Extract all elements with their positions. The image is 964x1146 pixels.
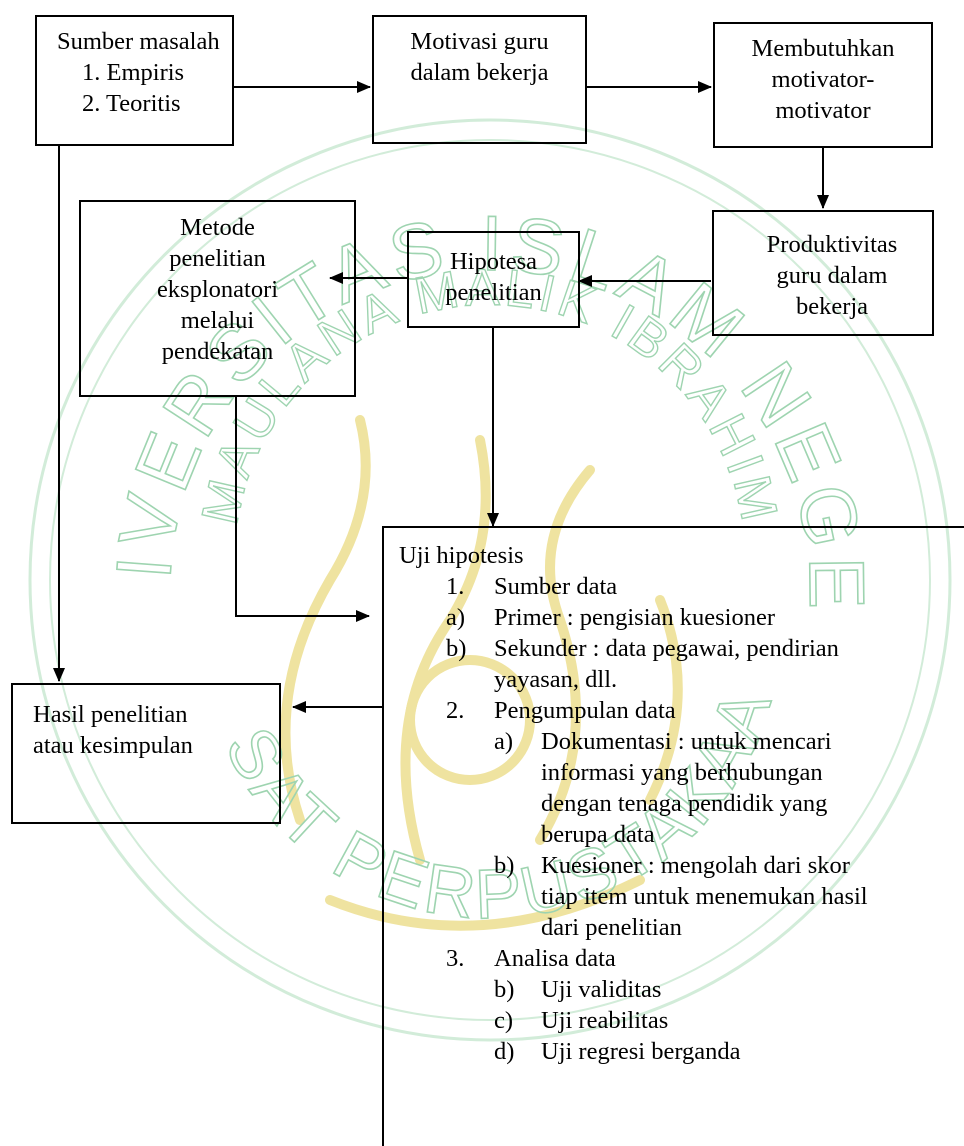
produktivitas-line-1: Produktivitas [766,231,898,258]
uji-s1a-label: Primer : pengisian kuesioner [494,604,776,631]
arrow-metode-to-uji [235,397,370,622]
produktivitas-line-2: guru dalam [776,262,888,289]
uji-s3-label: Analisa data [494,945,616,972]
box-sumber-masalah: Sumber masalah 1. Empiris 2. Teoritis [35,15,234,146]
motivasi-line-1: Motivasi guru [410,28,549,55]
metode-line-4: melalui [180,307,255,334]
membutuhkan-line-2: motivator- [771,66,875,93]
uji-s3b-label: Uji validitas [541,976,662,1003]
hipotesa-line-2: penelitian [445,279,542,306]
hasil-line-1: Hasil penelitian [33,701,188,728]
box-membutuhkan-motivator: Membutuhkan motivator- motivator [713,22,933,148]
uji-s1a-num: a) [446,604,466,631]
metode-line-2: penelitian [169,245,266,272]
hipotesa-line-1: Hipotesa [449,248,538,275]
uji-s1b-cont: yayasan, dll. [494,666,618,693]
metode-line-5: pendekatan [161,338,274,365]
uji-s1-num: 1. [446,573,465,600]
uji-s2a-line-1: Dokumentasi : untuk mencari [541,728,832,755]
metode-line-3: eksplonatori [156,276,279,303]
uji-title: Uji hipotesis [399,542,524,569]
sumber-item-2: 2. Teoritis [82,90,181,117]
uji-s2a-line-4: berupa data [541,821,655,848]
uji-s2a-num: a) [494,728,514,755]
uji-s1b-label: Sekunder : data pegawai, pendirian [494,635,839,662]
uji-s2a-line-3: dengan tenaga pendidik yang [541,790,828,817]
box-hipotesa-penelitian: Hipotesa penelitian [407,231,580,328]
metode-line-1: Metode [180,214,255,241]
uji-s1b-num: b) [446,635,467,662]
uji-s2-label: Pengumpulan data [494,697,676,724]
box-hasil-penelitian: Hasil penelitian atau kesimpulan [11,683,281,824]
uji-s3b-num: b) [494,976,515,1003]
uji-s2a-line-2: informasi yang berhubungan [541,759,823,786]
produktivitas-line-3: bekerja [795,293,869,320]
sumber-item-1: 1. Empiris [82,59,185,86]
sumber-title: Sumber masalah [57,28,220,55]
uji-s3-num: 3. [446,945,465,972]
watermark-emblem [280,415,683,931]
membutuhkan-line-3: motivator [775,97,871,124]
uji-s2b-line-1: Kuesioner : mengolah dari skor [541,852,850,879]
uji-s2b-line-2: tiap item untuk menemukan hasil [541,883,868,910]
uji-s3c-num: c) [494,1007,514,1034]
membutuhkan-line-1: Membutuhkan [751,35,895,62]
box-produktivitas: Produktivitas guru dalam bekerja [712,210,934,336]
uji-s2b-num: b) [494,852,515,879]
uji-s2b-line-3: dari penelitian [541,914,682,941]
hasil-line-2: atau kesimpulan [33,732,193,759]
uji-s3d-num: d) [494,1038,515,1065]
box-metode-penelitian: Metode penelitian eksplonatori melalui p… [79,200,356,397]
box-motivasi-guru: Motivasi guru dalam bekerja [372,15,587,144]
uji-s1-label: Sumber data [494,573,618,600]
motivasi-line-2: dalam bekerja [410,59,549,86]
uji-s3c-label: Uji reabilitas [541,1007,669,1034]
uji-s2-num: 2. [446,697,465,724]
uji-s3d-label: Uji regresi berganda [541,1038,741,1065]
box-uji-hipotesis [382,526,964,1146]
